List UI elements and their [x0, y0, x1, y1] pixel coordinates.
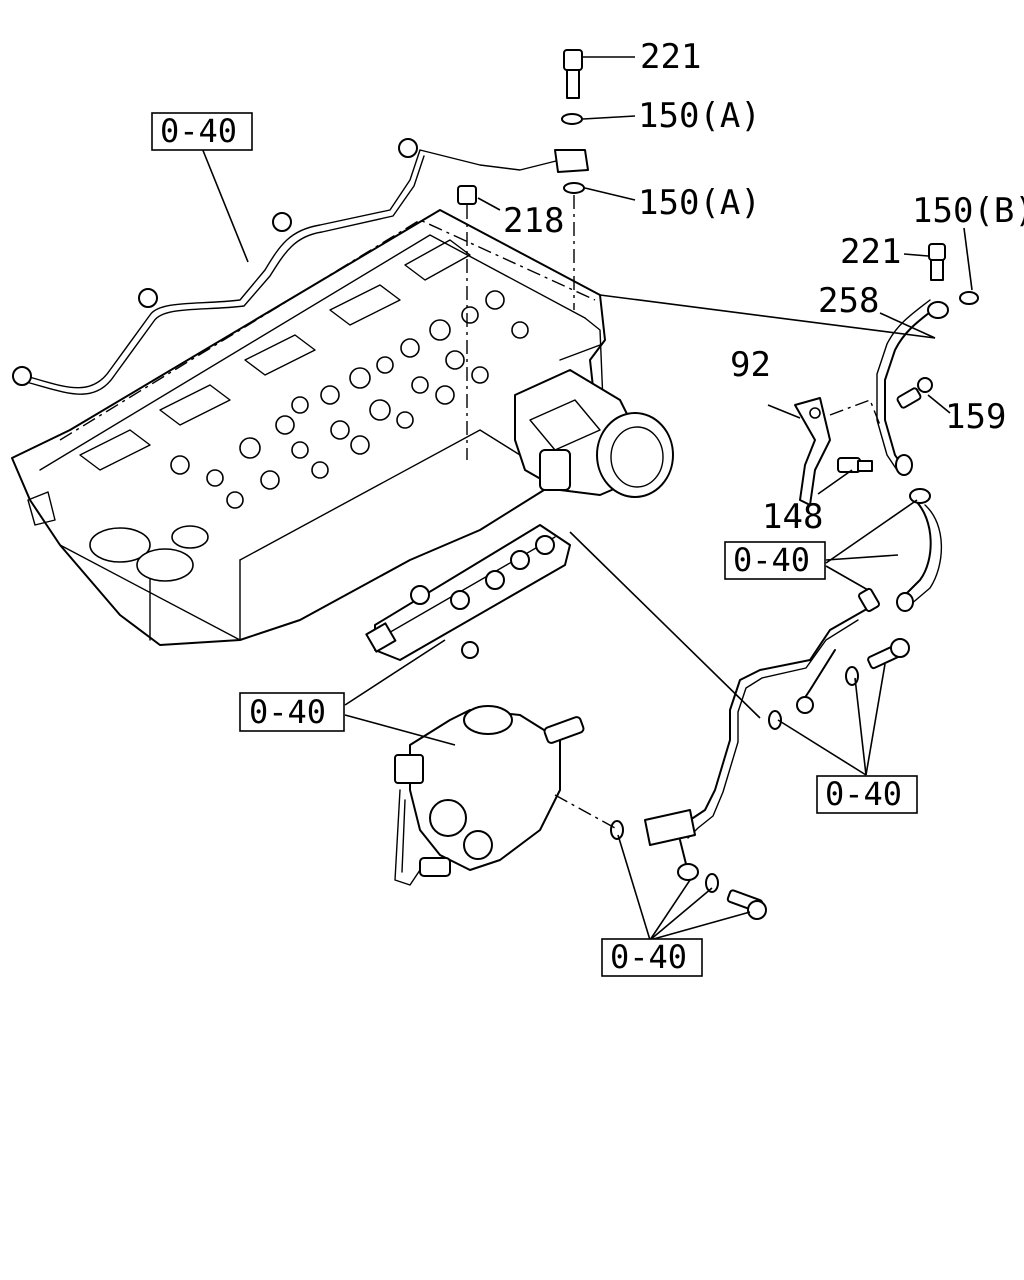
ref-label: 0-40	[249, 693, 326, 731]
label-218: 218	[503, 201, 564, 241]
ref-label: 0-40	[733, 541, 810, 579]
label-150a-upper: 150(A)	[638, 96, 761, 136]
fuel-hose	[896, 488, 943, 612]
ref-box-top-left: 0-40	[151, 112, 253, 151]
label-150a-lower: 150(A)	[638, 183, 761, 223]
bolt-148	[837, 457, 873, 473]
washer-150a-upper	[561, 113, 583, 125]
bolt-159	[896, 377, 933, 409]
label-148: 148	[762, 497, 823, 537]
bolt-pipe-lower	[726, 889, 767, 920]
ref-box-right-low: 0-40	[816, 775, 918, 814]
banjo-bolt-221	[563, 49, 583, 99]
leader-lines	[201, 56, 973, 941]
bracket-92	[794, 397, 831, 506]
washer-pipe-a	[768, 710, 782, 730]
common-rail	[365, 524, 571, 661]
label-221-top: 221	[640, 37, 701, 77]
ref-label: 0-40	[825, 775, 902, 813]
injector-pipes	[12, 138, 589, 395]
union-pipe-upper	[858, 587, 880, 613]
washer-150a-lower	[563, 182, 585, 194]
label-221-right: 221	[840, 232, 901, 272]
supply-pump	[394, 705, 585, 886]
bolt-221-right	[928, 243, 946, 281]
label-159: 159	[945, 397, 1006, 437]
cylinder-head	[11, 209, 606, 646]
ref-box-left-mid: 0-40	[239, 692, 345, 732]
label-92: 92	[730, 345, 771, 385]
label-258: 258	[818, 281, 879, 321]
washer-pipe-c	[610, 820, 624, 840]
ref-box-bottom: 0-40	[601, 938, 703, 977]
bolt-pipe-upper	[867, 638, 910, 670]
ref-box-right-mid: 0-40	[724, 541, 826, 580]
label-150b: 150(B)	[912, 191, 1024, 231]
return-pipe-258	[876, 299, 949, 476]
ref-label: 0-40	[160, 112, 237, 150]
washer-pipe-d	[705, 873, 719, 893]
washer-150b	[959, 291, 979, 305]
ref-label: 0-40	[610, 938, 687, 976]
throttle-body	[514, 369, 674, 498]
plug-218	[457, 185, 477, 205]
feed-pipe	[644, 609, 866, 881]
